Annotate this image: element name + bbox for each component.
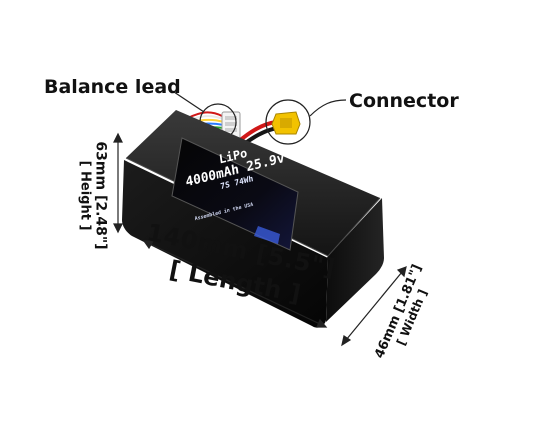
- height-dimension: 63mm [2.48"] [ Height ]: [78, 141, 109, 251]
- balance-lead-label: Balance lead: [44, 76, 181, 98]
- height-arrow: [113, 132, 123, 234]
- connector-callout-circle: [265, 99, 311, 145]
- balance-leader-line: [173, 91, 205, 113]
- height-metric: 63mm [2.48"]: [92, 141, 109, 250]
- battery-label-panel: [171, 137, 299, 251]
- height-name: [ Height ]: [77, 160, 93, 231]
- connector-label: Connector: [349, 90, 459, 112]
- width-arrow: [341, 266, 407, 347]
- length-arrow: [142, 240, 328, 328]
- xt-connector: [271, 111, 301, 135]
- connector-leader-line: [309, 99, 347, 117]
- origin-text: Assembled in the USA: [194, 201, 254, 223]
